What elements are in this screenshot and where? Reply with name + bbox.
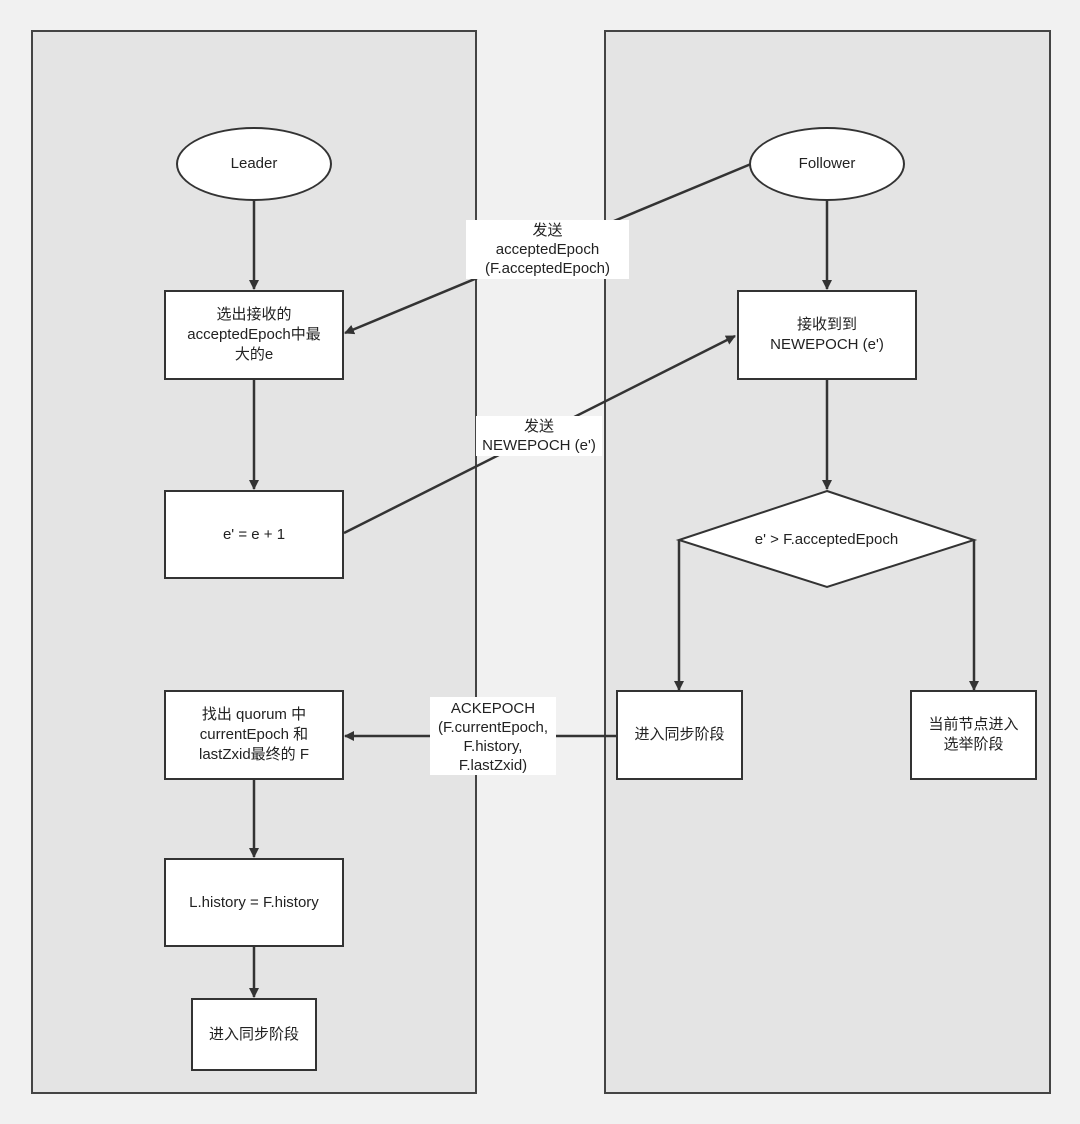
increment-epoch-step[interactable]: e' = e + 1 [164, 490, 344, 579]
ack-epoch-message-label: ACKEPOCH (F.currentEpoch, F.history, F.l… [430, 697, 556, 775]
election-step[interactable]: 当前节点进入 选举阶段 [910, 690, 1037, 780]
follower-start[interactable]: Follower [749, 127, 905, 201]
accepted-epoch-message-label: 发送 acceptedEpoch (F.acceptedEpoch) [466, 220, 629, 279]
receive-newepoch-step[interactable]: 接收到到 NEWEPOCH (e') [737, 290, 917, 380]
epoch-decision[interactable]: e' > F.acceptedEpoch [754, 530, 899, 548]
leader-sync-step[interactable]: 进入同步阶段 [191, 998, 317, 1071]
find-quorum-step[interactable]: 找出 quorum 中 currentEpoch 和 lastZxid最终的 F [164, 690, 344, 780]
select-max-epoch-step[interactable]: 选出接收的 acceptedEpoch中最 大的e [164, 290, 344, 380]
leader-start[interactable]: Leader [176, 127, 332, 201]
history-assign-step[interactable]: L.history = F.history [164, 858, 344, 947]
new-epoch-message-label: 发送 NEWEPOCH (e') [476, 416, 602, 456]
follower-sync-step[interactable]: 进入同步阶段 [616, 690, 743, 780]
decision-diamond-shape [675, 489, 978, 589]
